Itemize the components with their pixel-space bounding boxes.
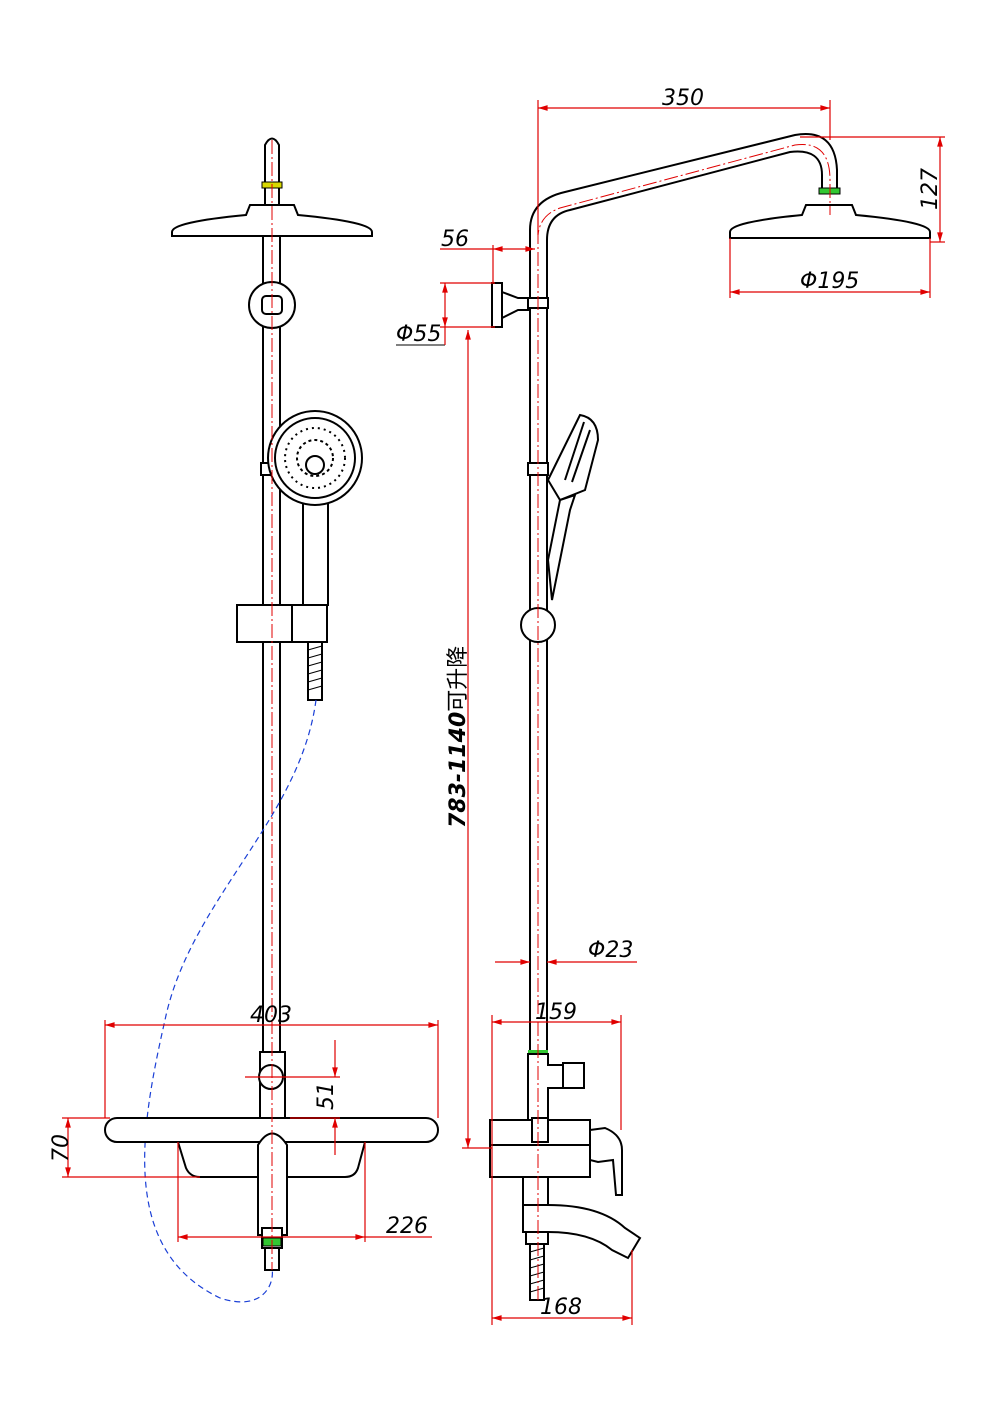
side-view [489, 133, 931, 1301]
top-pipe [264, 137, 280, 205]
dim-valve-height: 51 [314, 1082, 339, 1110]
front-view [104, 137, 439, 1303]
dim-mixer-width: 403 [250, 1003, 292, 1028]
bath-spout [522, 1204, 642, 1260]
side-rain-head [729, 204, 931, 239]
hand-shower-holder [236, 604, 328, 643]
dim-head-diameter: Φ195 [800, 269, 859, 294]
dim-shelf-width: 226 [386, 1214, 428, 1239]
front-view-dimensions: 403 51 70 226 [49, 1003, 439, 1242]
dim-mixer-depth: 159 [535, 1000, 577, 1025]
side-hand-shower-handle [546, 493, 577, 601]
shower-arm-inner [546, 150, 823, 1050]
dim-arm-length: 350 [662, 86, 704, 111]
dim-head-drop: 127 [918, 168, 943, 210]
shower-arm-outer [529, 133, 838, 1050]
mixer-lever [589, 1126, 623, 1196]
rain-shower-head [171, 204, 373, 237]
dim-pipe-diameter: Φ23 [588, 938, 633, 963]
side-wall-bracket [491, 282, 503, 328]
outlet-connector [562, 1062, 585, 1089]
dim-bracket-diameter: Φ55 [396, 322, 441, 347]
dim-adjust-range: 783-1140可升降 [446, 646, 471, 828]
dim-wall-offset: 56 [441, 227, 469, 252]
dim-shelf-height: 70 [49, 1134, 74, 1162]
hose-path [144, 699, 317, 1303]
dim-spout-depth: 168 [540, 1295, 582, 1320]
side-view-dimensions: 350 127 Φ195 56 Φ55 783-1140可升降 Φ23 159 [396, 86, 945, 1325]
hand-shower-handle [302, 494, 329, 606]
